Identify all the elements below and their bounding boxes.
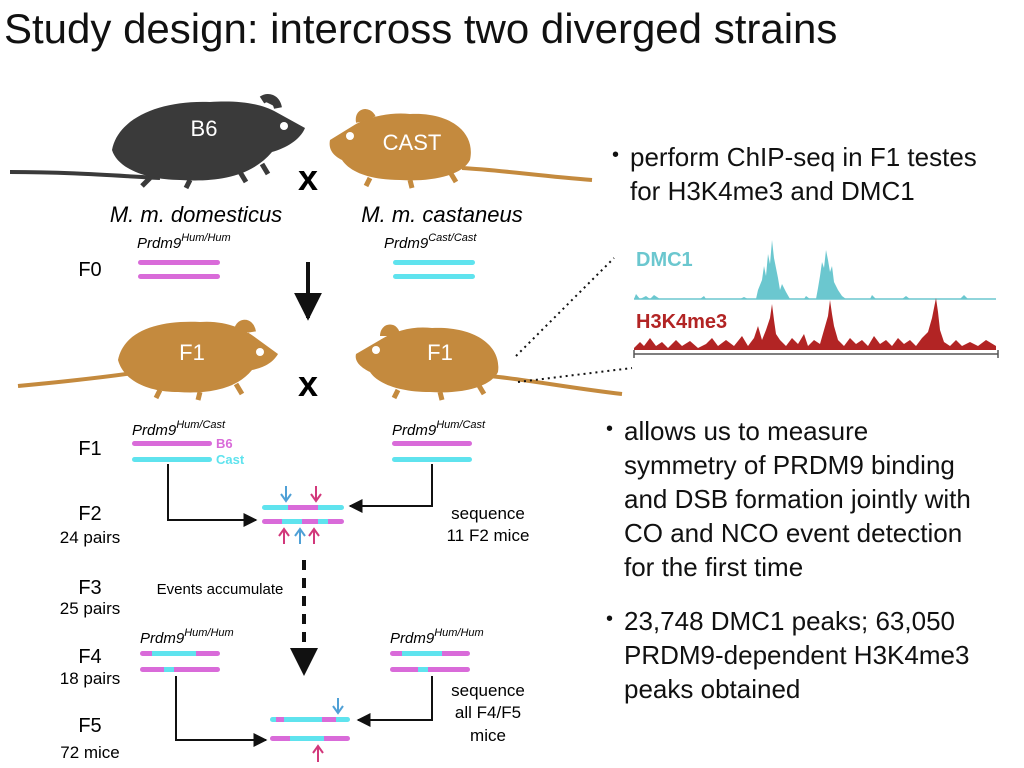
- generation-labels: F0 F1 F2 24 pairs F3 25 pairs F4 18 pair…: [60, 259, 120, 762]
- f4-left-to-f5-connector: [175, 676, 268, 747]
- bullet-2-line-3: and DSB formation jointly with: [624, 484, 971, 514]
- seq-f2-line1: sequence: [451, 504, 525, 523]
- f4-left-chromosomes: [140, 651, 220, 672]
- bullet-1-line-1: perform ChIP-seq in F1 testes: [630, 142, 977, 172]
- f1-right-mouse-icon: F1: [355, 324, 623, 401]
- seq-f2-line2: 11 F2 mice: [447, 526, 530, 545]
- h3k4me3-track: [634, 298, 996, 350]
- cast-mouse-icon: CAST: [329, 109, 593, 189]
- gen-f3: F3: [78, 577, 101, 599]
- f4-left-genotype: Prdm9Hum/Hum: [140, 627, 234, 647]
- f0-left-chromosomes: [138, 260, 220, 279]
- b6-chrom-label: B6: [216, 436, 233, 451]
- f5-event-arrows: [312, 698, 344, 762]
- gen-f0: F0: [78, 259, 101, 281]
- events-accumulate-label: Events accumulate: [157, 581, 284, 598]
- b6-mouse-icon: B6: [9, 94, 305, 190]
- dmc1-track-label: DMC1: [636, 249, 693, 271]
- f4-right-to-f5-connector: [356, 676, 433, 727]
- f4-right-genotype: Prdm9Hum/Hum: [390, 627, 484, 647]
- seq-f45-line1: sequence: [451, 681, 525, 700]
- f5-chromosomes: [270, 717, 350, 741]
- f0-right-genotype: Prdm9Cast/Cast: [384, 232, 477, 252]
- f2-event-arrows: [278, 486, 322, 544]
- gen-f1: F1: [78, 438, 101, 460]
- gen-f4-count: 18 pairs: [60, 669, 120, 688]
- seq-f45-line2: all F4/F5: [455, 703, 521, 722]
- zoom-line-bottom: [517, 367, 633, 383]
- f4-right-chromosomes: [390, 651, 470, 672]
- dashed-arrow-head: [290, 648, 318, 676]
- seq-f45-line3: mice: [470, 726, 506, 745]
- page-title: Study design: intercross two diverged st…: [4, 5, 838, 52]
- f1-left-label: F1: [179, 340, 205, 365]
- gen-f5-count: 72 mice: [60, 743, 120, 762]
- cross-symbol: x: [298, 157, 318, 198]
- bullet-1-line-2: for H3K4me3 and DMC1: [630, 176, 915, 206]
- f1-right-chromosomes: [392, 441, 472, 462]
- zoom-line-top: [515, 257, 615, 357]
- bullet-2-line-4: CO and NCO event detection: [624, 518, 963, 548]
- bullet-2-line-5: for the first time: [624, 552, 804, 582]
- gen-f4: F4: [78, 646, 101, 668]
- f1-right-label: F1: [427, 340, 453, 365]
- bullet-2-line-1: allows us to measure: [624, 416, 869, 446]
- gen-f2-count: 24 pairs: [60, 528, 120, 547]
- f2-chromosomes: [262, 505, 344, 524]
- f1-right-genotype: Prdm9Hum/Cast: [392, 419, 486, 439]
- f0-right-chromosomes: [393, 260, 475, 279]
- f1-left-to-f2-connector: [167, 464, 258, 527]
- bullet-2-line-2: symmetry of PRDM9 binding: [624, 450, 955, 480]
- gen-f3-count: 25 pairs: [60, 599, 120, 618]
- species-castaneus: M. m. castaneus: [361, 202, 522, 227]
- bullet-3-line-2: PRDM9-dependent H3K4me3: [624, 640, 970, 670]
- gen-f2: F2: [78, 503, 101, 525]
- b6-label: B6: [191, 116, 218, 141]
- cross-symbol-f1: x: [298, 363, 318, 404]
- dmc1-track: [634, 240, 996, 300]
- f0-left-genotype: Prdm9Hum/Hum: [137, 232, 231, 252]
- gen-f5: F5: [78, 715, 101, 737]
- cast-chrom-label: Cast: [216, 452, 245, 467]
- h3k4me3-track-label: H3K4me3: [636, 311, 727, 333]
- species-domesticus: M. m. domesticus: [110, 202, 282, 227]
- bullet-3-line-1: 23,748 DMC1 peaks; 63,050: [624, 606, 955, 636]
- f1-left-chromosomes: [132, 441, 212, 462]
- cast-label: CAST: [383, 130, 442, 155]
- bullet-3-line-3: peaks obtained: [624, 674, 801, 704]
- genome-axis: [633, 350, 999, 358]
- f1-left-mouse-icon: F1: [17, 319, 278, 401]
- f1-right-to-f2-connector: [348, 464, 433, 513]
- f1-left-genotype: Prdm9Hum/Cast: [132, 419, 226, 439]
